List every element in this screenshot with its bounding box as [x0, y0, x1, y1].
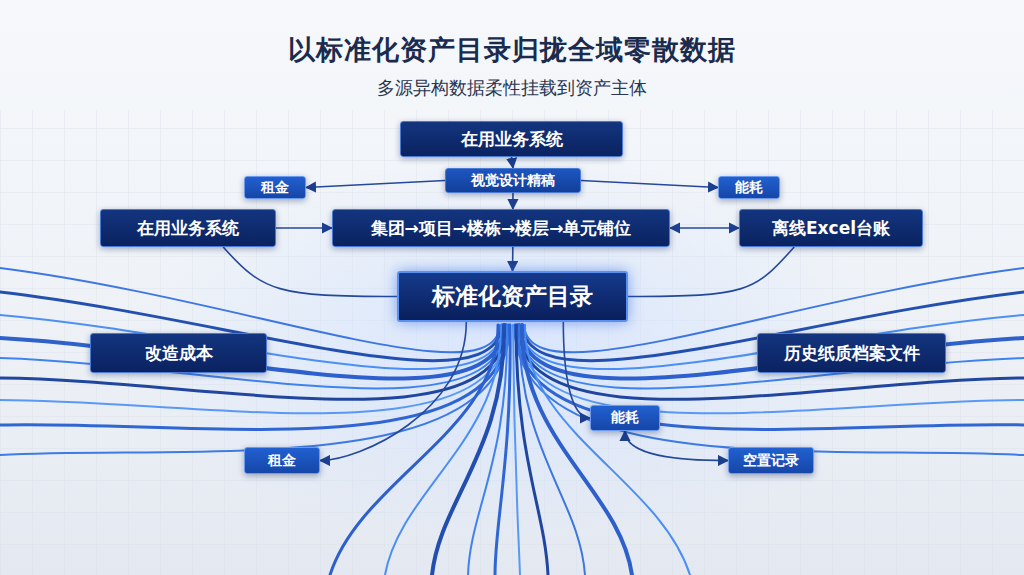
node-text: 空置记录 [743, 452, 799, 470]
data-box: 能耗 [718, 176, 780, 199]
catalog-box: 标准化资产目录 [397, 271, 628, 322]
connector-arrow [306, 181, 445, 188]
data-box: 改造成本 [90, 333, 267, 373]
diagram-caption: 多源异构数据柔性挂载到资产主体 [0, 76, 1024, 100]
connector-arrow [581, 181, 718, 188]
node-text: 标准化资产目录 [432, 281, 593, 312]
node-text: 离线Excel台账 [772, 217, 890, 240]
diagram-title: 以标准化资产目录归拢全域零散数据 [0, 32, 1024, 68]
connector-arrow [320, 322, 466, 461]
connector-arrow [628, 247, 794, 297]
data-box: 租金 [244, 176, 306, 199]
data-box: 历史纸质档案文件 [757, 333, 946, 373]
data-box: 在用业务系统 [400, 121, 623, 157]
connector-arrow [512, 247, 514, 271]
node-text: 改造成本 [145, 342, 213, 365]
data-box: 空置记录 [728, 447, 814, 474]
node-text: 能耗 [735, 179, 763, 197]
connector-arrow [625, 431, 728, 461]
data-box: 离线Excel台账 [739, 209, 923, 247]
data-box: 能耗 [590, 405, 660, 431]
node-text: 租金 [268, 452, 296, 470]
connector-arrow [670, 227, 739, 229]
data-box: 集团→项目→楼栋→楼层→单元铺位 [332, 209, 670, 247]
data-box: 视觉设计精稿 [445, 168, 581, 193]
connector-arrow [276, 227, 332, 229]
node-text: 在用业务系统 [461, 128, 563, 151]
node-text: 能耗 [611, 409, 639, 427]
data-box: 租金 [244, 447, 320, 474]
node-text: 历史纸质档案文件 [784, 342, 920, 365]
node-text: 集团→项目→楼栋→楼层→单元铺位 [371, 217, 632, 240]
node-text: 租金 [261, 179, 289, 197]
node-text: 视觉设计精稿 [471, 172, 555, 190]
data-box: 在用业务系统 [100, 209, 276, 247]
connector-arrow [512, 157, 514, 168]
node-text: 在用业务系统 [137, 217, 239, 240]
connector-arrow [223, 247, 397, 297]
connector-arrow [512, 193, 514, 209]
connector-arrow [563, 322, 590, 418]
